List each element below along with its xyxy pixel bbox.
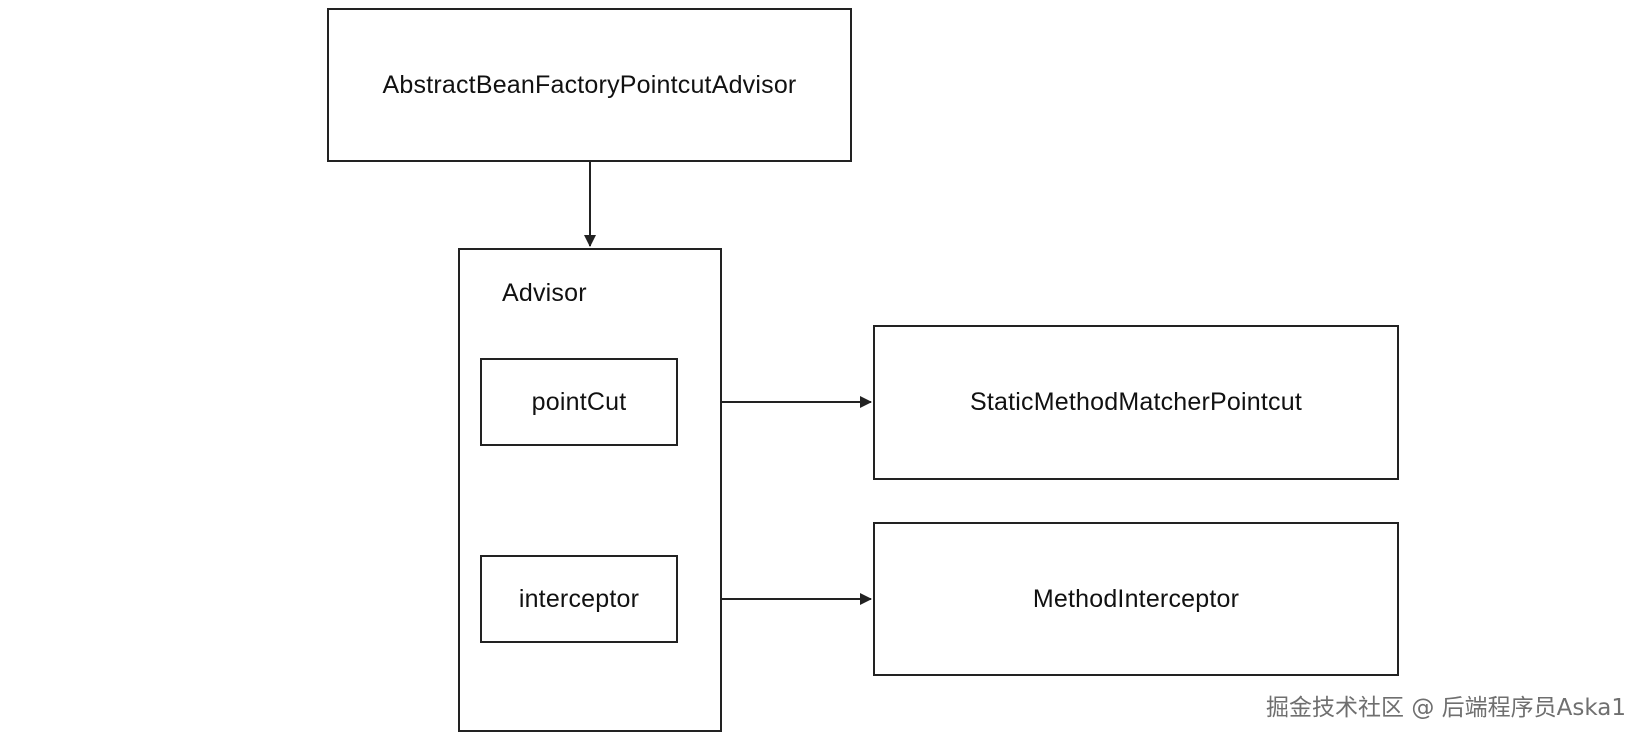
node-advisor-container: Advisor	[458, 248, 722, 732]
watermark-text: 掘金技术社区 @ 后端程序员Aska1	[1266, 695, 1626, 721]
node-label: StaticMethodMatcherPointcut	[970, 388, 1302, 416]
node-static-method-matcher-pointcut: StaticMethodMatcherPointcut	[873, 325, 1399, 480]
node-abstract-bean-factory-pointcut-advisor: AbstractBeanFactoryPointcutAdvisor	[327, 8, 852, 162]
node-label: AbstractBeanFactoryPointcutAdvisor	[382, 70, 797, 99]
node-label: pointCut	[531, 387, 627, 416]
node-label: interceptor	[518, 584, 640, 613]
node-label: MethodInterceptor	[1032, 584, 1240, 613]
node-pointcut: pointCut	[480, 358, 678, 446]
node-method-interceptor: MethodInterceptor	[873, 522, 1399, 676]
node-label: Advisor	[502, 279, 587, 307]
node-interceptor: interceptor	[480, 555, 678, 643]
